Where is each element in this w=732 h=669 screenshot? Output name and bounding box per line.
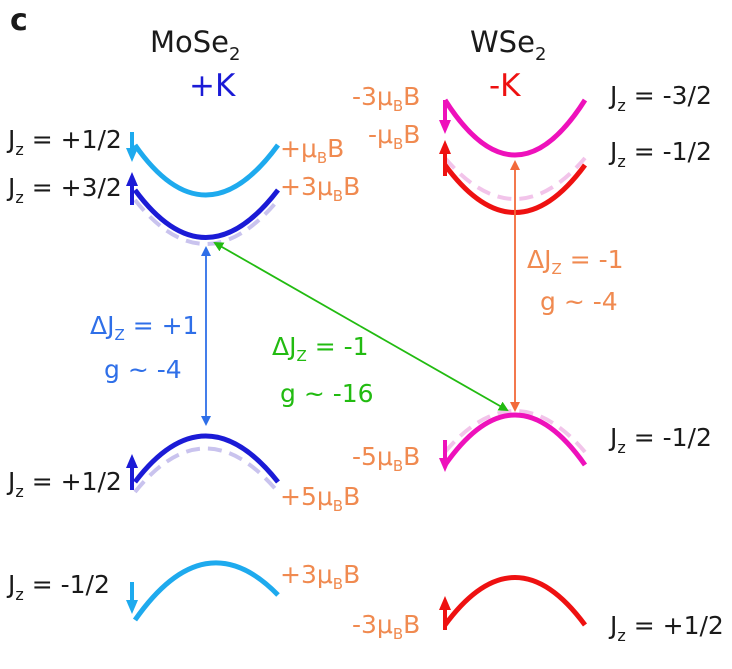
wse2-spin-arrow-3	[439, 440, 451, 472]
mose2-shift-label-4: +3μBB	[280, 560, 360, 593]
right-material-title: WSe2	[470, 25, 546, 65]
mose2-shift-label-2: +3μBB	[280, 172, 360, 205]
wse2-jz-label-4: Jz = +1/2	[608, 611, 724, 645]
mose2-jz-label-1: Jz = +1/2	[6, 125, 122, 159]
mose2-cb-upper-curve	[132, 143, 281, 198]
wse2-cb-upper-curve	[442, 98, 588, 158]
mose2-shift-label-3: +5μBB	[280, 482, 360, 515]
panel-label: c	[10, 3, 28, 38]
mose2-g-factor-label: g ~ -4	[104, 355, 182, 384]
wse2-vb-lower-curve	[442, 575, 588, 627]
wse2-shift-label-4: -3μBB	[352, 610, 420, 643]
mose2-cb-lower-dashed-curve	[133, 198, 280, 246]
cross-transition-arrow-b	[359, 325, 509, 411]
mose2-jz-label-2: Jz = +3/2	[6, 173, 122, 207]
mose2-cb-lower-curve	[132, 188, 280, 240]
right-valley-label: -K	[489, 68, 521, 104]
mose2-spin-arrow-2	[126, 172, 138, 205]
wse2-jz-label-1: Jz = -3/2	[608, 81, 712, 115]
cross-transition-arrow-a	[213, 242, 361, 327]
wse2-shift-label-3: -5μBB	[352, 442, 420, 475]
mose2-jz-label-4: Jz = -1/2	[6, 570, 110, 604]
wse2-spin-arrow-4	[439, 596, 451, 630]
wse2-vb-dashed-curve	[443, 409, 587, 454]
mose2-jz-label-3: Jz = +1/2	[6, 467, 122, 501]
mose2-vb-lower-curve	[132, 560, 280, 622]
cross-g-factor-label: g ~ -16	[280, 379, 374, 408]
left-valley-label: +K	[189, 68, 236, 104]
mose2-shift-label-1: +μBB	[280, 134, 344, 167]
wse2-spin-arrow-1	[439, 100, 451, 134]
wse2-shift-label-1: -3μBB	[352, 82, 420, 115]
cross-delta-jz-label: ΔJZ = -1	[272, 332, 369, 365]
wse2-vb-upper-curve	[442, 412, 588, 467]
wse2-spin-arrow-2	[439, 140, 451, 176]
mose2-vb-upper-dashed-curve	[133, 446, 280, 494]
wse2-jz-label-3: Jz = -1/2	[608, 423, 712, 457]
wse2-shift-label-2: -μBB	[368, 120, 420, 153]
wse2-delta-jz-label: ΔJZ = -1	[527, 245, 624, 278]
mose2-spin-arrow-1	[126, 132, 138, 162]
wse2-g-factor-label: g ~ -4	[540, 287, 618, 316]
mose2-spin-arrow-3	[126, 454, 138, 490]
wse2-cb-dashed-curve	[443, 156, 587, 201]
mose2-vb-upper-curve	[133, 433, 280, 484]
mose2-spin-arrow-4	[126, 582, 138, 614]
left-material-title: MoSe2	[150, 25, 240, 65]
mose2-delta-jz-label: ΔJZ = +1	[90, 311, 198, 344]
wse2-jz-label-2: Jz = -1/2	[608, 137, 712, 171]
